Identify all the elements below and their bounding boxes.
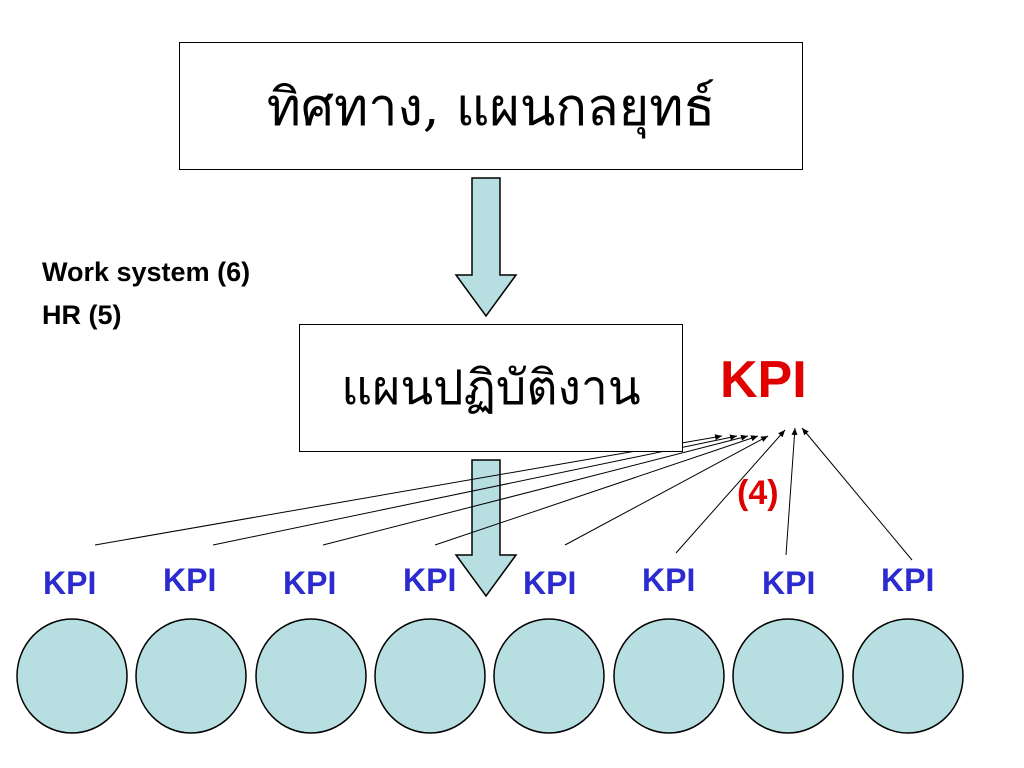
unit-kpi-label-4: KPI — [403, 562, 457, 598]
connector-line-7 — [785, 427, 798, 556]
kpi-connector-lines — [94, 427, 913, 561]
work-system-label: Work system (6) — [42, 257, 251, 287]
connector-line-5 — [564, 435, 769, 546]
unit-circle-2 — [135, 618, 247, 734]
unit-circle-1 — [16, 618, 128, 734]
action-plan-box-text: แผนปฏิบัติงาน — [341, 360, 641, 416]
unit-circle-4 — [374, 618, 486, 734]
connector-line-6 — [675, 429, 786, 554]
connector-line-1 — [94, 434, 723, 546]
unit-circles — [16, 618, 964, 734]
kpi-main-label: KPI — [720, 351, 807, 409]
unit-kpi-label-7: KPI — [762, 565, 816, 601]
down-arrow-top — [454, 177, 518, 318]
connector-line-8 — [801, 427, 913, 561]
unit-circle-6 — [613, 618, 725, 734]
unit-kpi-label-6: KPI — [642, 562, 696, 598]
unit-kpi-label-8: KPI — [881, 562, 935, 598]
connector-line-2 — [212, 434, 738, 546]
unit-circle-3 — [255, 618, 367, 734]
unit-circle-7 — [732, 618, 844, 734]
unit-kpi-label-3: KPI — [283, 565, 337, 601]
strategy-box: ทิศทาง, แผนกลยุทธ์ — [179, 42, 803, 170]
unit-circle-5 — [493, 618, 605, 734]
action-plan-box: แผนปฏิบัติงาน — [299, 324, 683, 452]
hr-label: HR (5) — [42, 300, 122, 330]
strategy-box-text: ทิศทาง, แผนกลยุทธ์ — [266, 77, 716, 138]
unit-kpi-label-2: KPI — [163, 562, 217, 598]
connector-line-4 — [434, 435, 759, 546]
unit-circle-8 — [852, 618, 964, 734]
kpi-count-label: (4) — [737, 474, 779, 512]
unit-kpi-label-5: KPI — [523, 565, 577, 601]
unit-kpi-label-1: KPI — [43, 565, 97, 601]
connector-line-3 — [322, 434, 749, 546]
